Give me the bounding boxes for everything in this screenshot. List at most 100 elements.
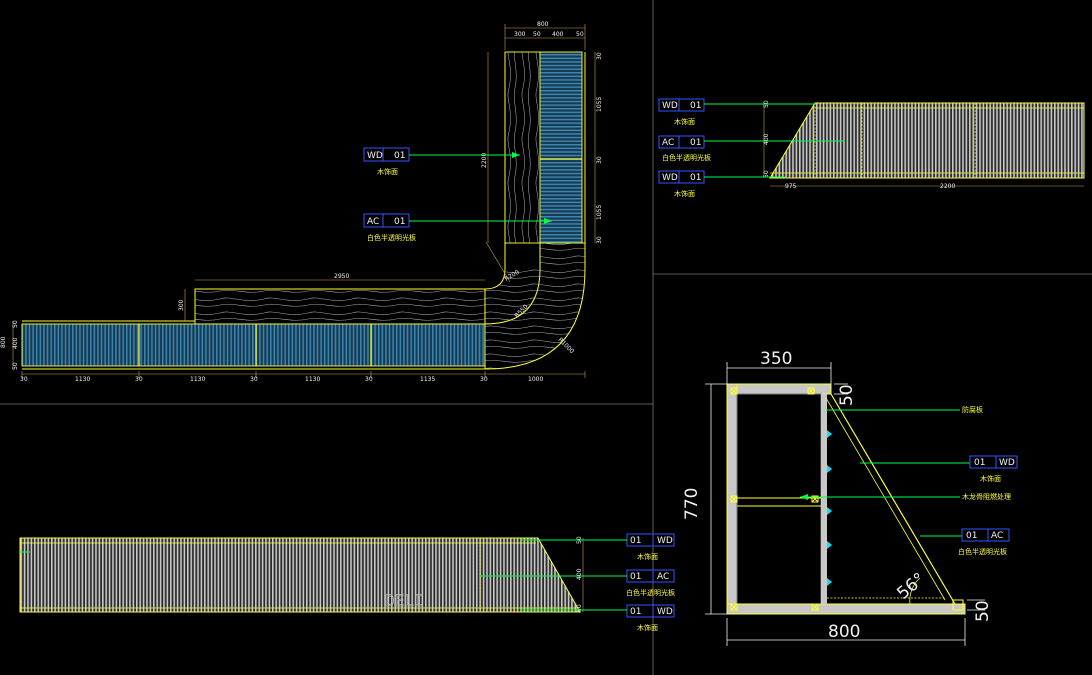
svg-text:1130: 1130 [75,376,90,383]
elev-top-tag-2: AC 01 白色半透明光板 [658,135,845,162]
svg-text:白色半透明光板: 白色半透明光板 [626,588,675,597]
section-dim-770: 770 [682,488,702,520]
plan-dim-300: 300 [178,299,185,311]
svg-text:30: 30 [250,376,258,383]
section-view: 350 770 800 50 50 56° 防腐板 01 WD 木饰面 木龙骨阻… [682,349,1018,646]
section-dim-50-top: 50 [837,384,857,406]
plan-tag-wd: WD 01 木饰面 [363,147,520,176]
section-label-3: 木龙骨阻燃处理 [800,492,1011,501]
svg-text:防腐板: 防腐板 [962,405,983,414]
svg-text:1130: 1130 [190,376,205,383]
svg-text:AC: AC [367,217,379,227]
svg-text:01: 01 [394,217,405,227]
elev-top-body [769,102,1085,179]
svg-text:01: 01 [690,101,701,111]
plan-dim-right-a: 30 [596,52,603,60]
svg-text:木饰面: 木饰面 [637,623,658,632]
section-dimension-lines [705,362,985,646]
plan-dim-p1: 300 [514,31,526,38]
plan-curve-wood [485,269,540,324]
plan-light-strips-vertical [539,51,586,244]
elev-top-tag-1: WD 01 木饰面 [658,98,815,126]
section-dim-50-bottom: 50 [973,600,993,622]
plan-tag-ac: AC 01 白色半透明光板 [363,213,552,242]
svg-text:AC: AC [657,572,669,582]
svg-text:01: 01 [690,173,701,183]
plan-dim-right-d: 1055 [596,205,603,220]
elev-top-dim-left-b: 400 [763,133,770,145]
elevation-top-right: 975 2200 50 400 50 WD 01 木饰面 AC 01 白色半透明… [658,98,1085,198]
plan-dimension-lines [12,24,596,378]
elevation-bottom-left: 50 400 50 DELI 01 WD 木饰面 01 AC 白色半透明光板 0… [19,533,675,632]
plan-dim-p3: 400 [552,31,564,38]
svg-text:AC: AC [991,531,1003,541]
plan-view: 800 300 50 400 50 30 1055 30 1055 30 220… [0,21,603,383]
svg-text:白色半透明光板: 白色半透明光板 [662,153,711,162]
elev-bottom-tag-3: 01 WD 木饰面 [520,604,675,632]
plan-bottom-dims: 30 1130 30 1130 30 1130 30 1135 30 1000 [20,376,543,383]
plan-dim-right-e: 30 [596,236,603,244]
svg-text:木龙骨阻燃处理: 木龙骨阻燃处理 [962,492,1011,501]
svg-text:木饰面: 木饰面 [674,117,695,126]
elev-top-tag-3: WD 01 木饰面 [658,170,785,198]
svg-text:木饰面: 木饰面 [980,474,1001,483]
elev-bottom-body [19,537,581,613]
section-anchors [827,430,832,586]
plan-dim-right-b: 1055 [596,97,603,112]
svg-text:01: 01 [966,531,977,541]
elev-bottom-tag-2: 01 AC 白色半透明光板 [480,569,675,597]
svg-text:1135: 1135 [420,376,435,383]
svg-text:WD: WD [657,536,673,546]
svg-text:30: 30 [135,376,143,383]
elev-bottom-tag-1: 01 WD 木饰面 [520,533,675,561]
svg-text:WD: WD [662,101,678,111]
svg-text:01: 01 [630,607,641,617]
svg-text:木饰面: 木饰面 [637,552,658,561]
section-angle: 56° [893,569,929,604]
plan-back-edge [195,52,506,290]
plan-upper-wood [194,288,486,325]
svg-text:WD: WD [662,173,678,183]
svg-text:01: 01 [630,572,641,582]
svg-text:01: 01 [630,536,641,546]
svg-text:WD: WD [367,151,383,161]
svg-text:白色半透明光板: 白色半透明光板 [958,547,1007,556]
section-label-4: 01 AC 白色半透明光板 [920,528,1010,556]
section-label-2: 01 WD 木饰面 [860,455,1018,483]
svg-text:01: 01 [394,151,405,161]
section-dim-800: 800 [828,622,860,642]
elev-top-dim-2200: 2200 [940,183,955,190]
svg-text:WD: WD [999,458,1015,468]
plan-dim-left-c: 50 [12,362,19,370]
section-dim-350: 350 [760,349,792,369]
plan-radius-3: R1000 [557,336,576,355]
plan-dim-2950: 2950 [334,273,349,280]
svg-text:1130: 1130 [305,376,320,383]
svg-text:木饰面: 木饰面 [377,167,398,176]
plan-dim-p2: 50 [533,31,541,38]
svg-text:1000: 1000 [528,376,543,383]
plan-dim-tiny: 800 [0,336,7,348]
section-label-1: 防腐板 [826,405,983,414]
plan-dim-right-c: 30 [596,156,603,164]
svg-text:WD: WD [657,607,673,617]
plan-dim-2200: 2200 [481,153,488,168]
plan-dim-total: 800 [537,21,549,28]
svg-text:木饰面: 木饰面 [674,189,695,198]
elev-bottom-dim-right-b: 400 [576,568,583,580]
plan-vertical-wood [504,51,541,244]
svg-text:白色半透明光板: 白色半透明光板 [367,233,416,242]
plan-dim-left-b: 400 [12,337,19,349]
svg-text:01: 01 [690,138,701,148]
plan-dim-p4: 50 [576,31,584,38]
elev-bottom-dim-right-c: 50 [576,604,583,612]
plan-light-strips-horizontal [21,323,486,370]
elev-top-dim-975: 975 [785,183,797,190]
section-frame [726,383,966,615]
svg-text:AC: AC [662,138,674,148]
svg-text:30: 30 [480,376,488,383]
svg-text:30: 30 [365,376,373,383]
plan-dim-left-a: 50 [12,320,19,328]
